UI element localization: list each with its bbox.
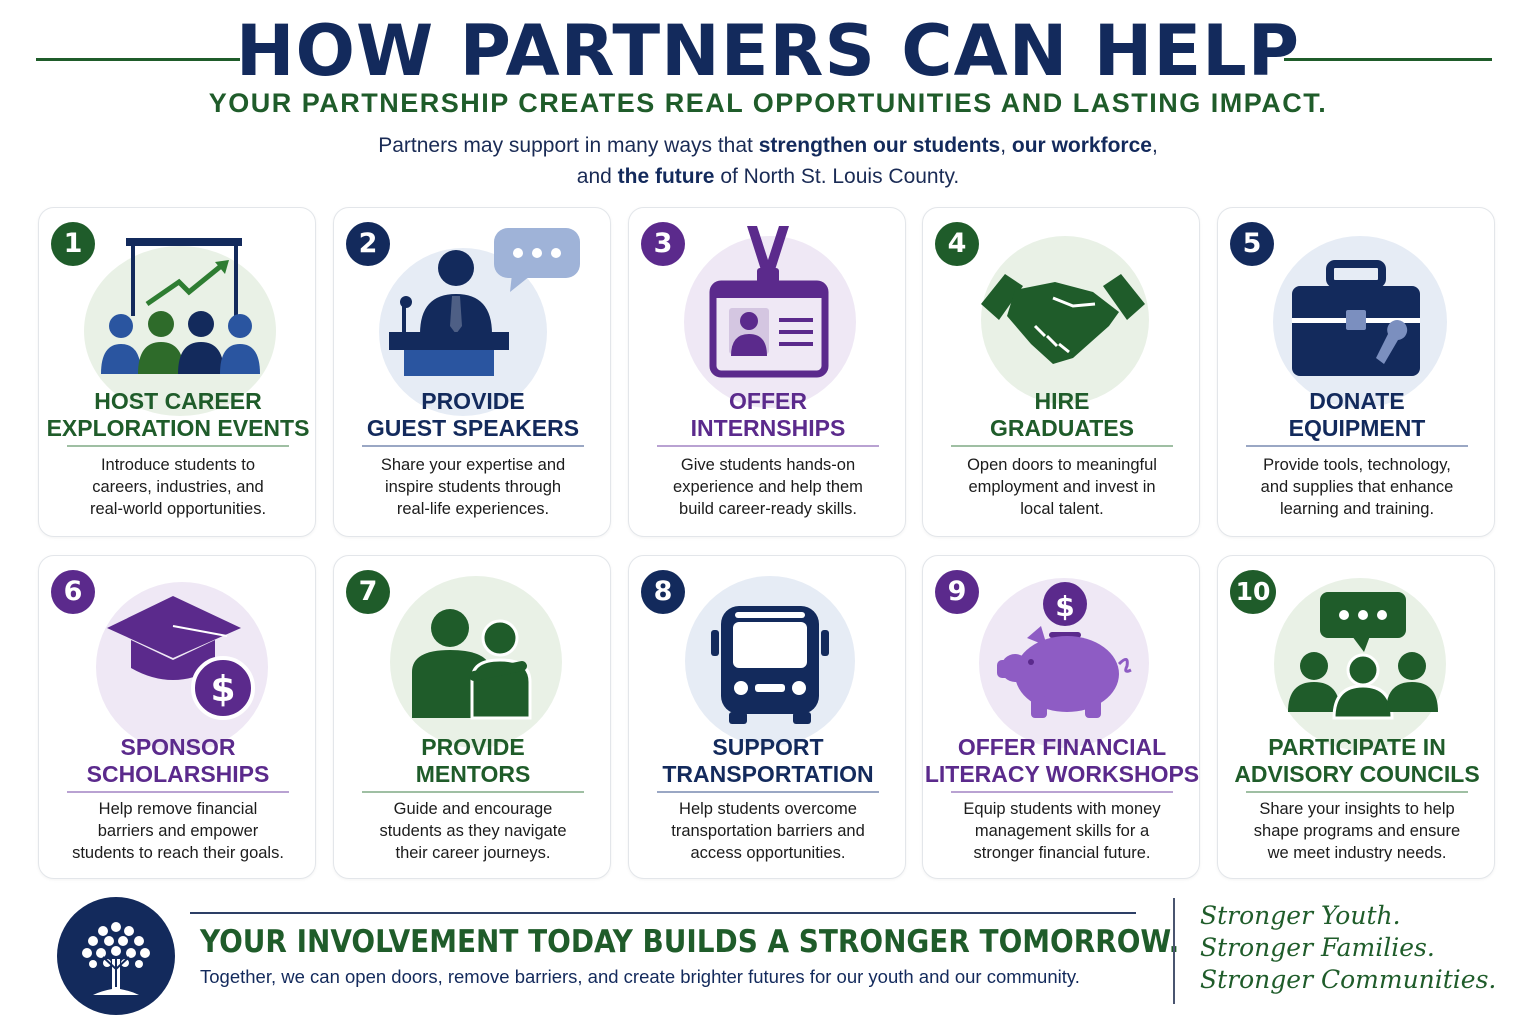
card-divider	[951, 791, 1173, 793]
intro-line-1: Partners may support in many ways that s…	[378, 134, 1158, 157]
intro-text: Partners may support in many ways that s…	[0, 130, 1536, 192]
intro-line-2: and the future of North St. Louis County…	[576, 165, 960, 188]
speaker-podium-icon	[389, 228, 580, 376]
title-rule-right	[1284, 58, 1492, 61]
page-subtitle: YOUR PARTNERSHIP CREATES REAL OPPORTUNIT…	[208, 88, 1328, 118]
card-divider	[1246, 791, 1468, 793]
graduation-cap-dollar-icon: $	[107, 596, 255, 720]
card-number: 6	[51, 570, 95, 614]
card-number: 2	[346, 222, 390, 266]
presentation-audience-icon	[101, 238, 260, 374]
footer-subtext: Together, we can open doors, remove barr…	[200, 966, 1080, 987]
footer-tagline: Stronger Youth. Stronger Families. Stron…	[1200, 901, 1497, 994]
card-description: Provide tools, technology,and supplies t…	[1260, 456, 1454, 518]
card-divider	[67, 791, 289, 793]
card-divider	[362, 445, 584, 447]
tree-icon	[82, 922, 150, 995]
card-number: 5	[1230, 222, 1274, 266]
card-number: 1	[51, 222, 95, 266]
card-number: 10	[1230, 570, 1276, 614]
footer-rule	[190, 912, 1136, 914]
card-divider	[67, 445, 289, 447]
footer-divider	[1173, 898, 1175, 1004]
card-number: 9	[935, 570, 979, 614]
toolbox-icon	[1292, 260, 1420, 376]
title-rule-left	[36, 58, 240, 61]
page-title: HOW PARTNERS CAN HELP	[235, 10, 1301, 92]
title-row: HOW PARTNERS CAN HELP	[0, 10, 1536, 92]
card-divider	[1246, 445, 1468, 447]
card-divider	[657, 445, 879, 447]
group-discussion-icon	[1288, 592, 1438, 720]
card-number: 8	[641, 570, 685, 614]
card-number: 3	[641, 222, 685, 266]
piggy-bank-icon: $	[997, 582, 1132, 718]
bus-icon	[711, 606, 829, 724]
svg-text:$: $	[210, 669, 235, 710]
card-divider	[362, 791, 584, 793]
card-number: 4	[935, 222, 979, 266]
tree-logo	[57, 897, 175, 1015]
handshake-icon	[981, 274, 1145, 364]
card-divider	[657, 791, 879, 793]
footer-headline: YOUR INVOLVEMENT TODAY BUILDS A STRONGER…	[200, 924, 1180, 960]
mentor-people-icon	[412, 609, 532, 720]
id-badge-icon	[709, 226, 829, 378]
card-number: 7	[346, 570, 390, 614]
card-divider	[951, 445, 1173, 447]
svg-text:$: $	[1055, 590, 1074, 623]
